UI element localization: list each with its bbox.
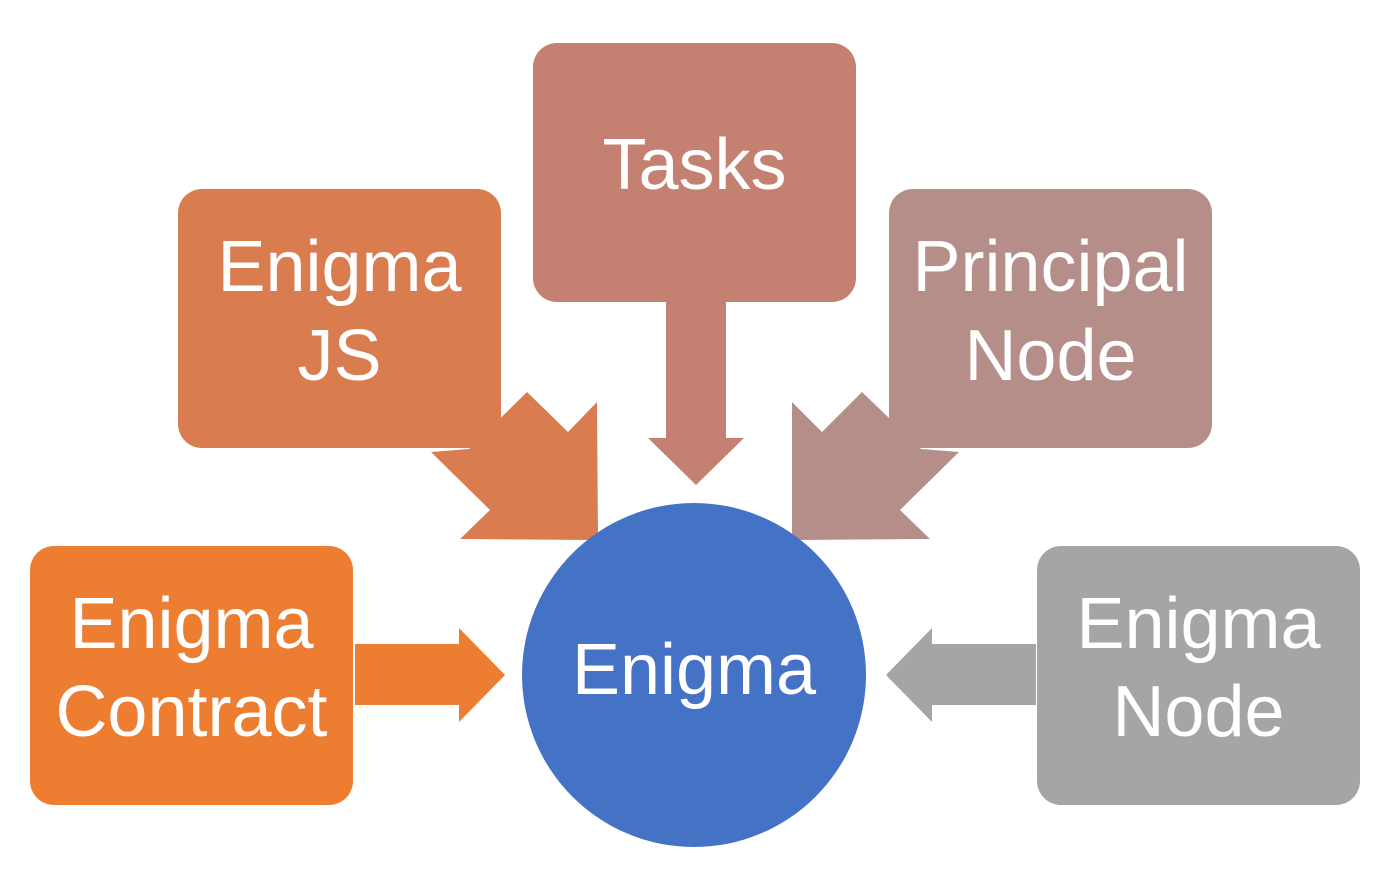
enigma-js-label-line-1: Enigma [217,227,462,307]
node-enigma-contract: Enigma Contract [30,546,353,805]
arrow-enigma-node-to-enigma [886,628,1036,722]
arrow-enigma-js-to-enigma [431,392,598,540]
node-principal-node: Principal Node [889,189,1212,448]
principal-node-label-line-2: Node [964,316,1136,396]
tasks-label: Tasks [602,125,786,205]
principal-node-label-line-1: Principal [912,227,1188,307]
node-enigma-js: Enigma JS [178,189,501,448]
arrow-enigma-contract-to-enigma [355,628,505,722]
enigma-contract-label-line-2: Contract [55,672,327,752]
enigma-node-label-line-1: Enigma [1076,584,1321,664]
node-enigma-node: Enigma Node [1037,546,1360,805]
enigma-contract-label-line-1: Enigma [69,584,314,664]
center-node-enigma: Enigma [522,503,866,847]
arrow-tasks-to-enigma [648,302,744,485]
enigma-node-label-line-2: Node [1112,672,1284,752]
node-tasks: Tasks [533,43,856,302]
enigma-js-label-line-2: JS [297,316,381,396]
center-label: Enigma [572,630,817,710]
arrow-principal-node-to-enigma [792,392,959,540]
